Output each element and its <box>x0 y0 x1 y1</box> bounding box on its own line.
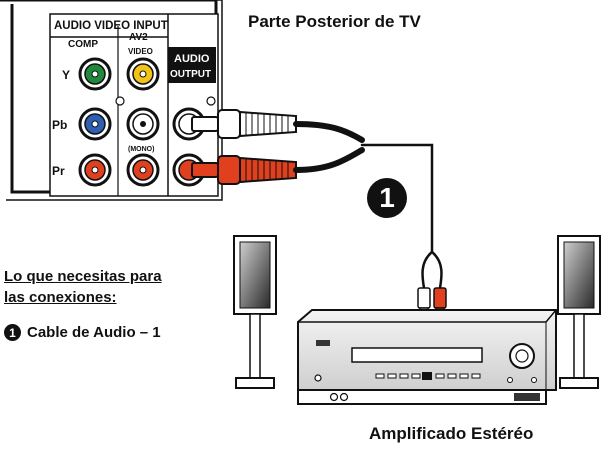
audio-cable <box>293 121 443 290</box>
tv-back-title: Parte Posterior de TV <box>248 12 421 31</box>
jack-comp-pb <box>78 107 112 141</box>
jack-comp-y <box>78 57 112 91</box>
video-label: VIDEO <box>128 47 153 56</box>
item-label: Cable de Audio – 1 <box>27 324 161 341</box>
row-label-pb: Pb <box>52 118 67 132</box>
mono-label: (MONO) <box>128 146 154 153</box>
panel-header: AUDIO VIDEO INPUT <box>54 20 168 32</box>
jack-av2-audio-left <box>126 107 160 141</box>
requirements-heading-line1: Lo que necesitas para <box>4 268 162 285</box>
requirements-item: 1 Cable de Audio – 1 <box>4 324 218 341</box>
amplifier-title: Amplificado Estéréo <box>369 424 534 443</box>
row-label-pr: Pr <box>52 164 65 178</box>
row-label-y: Y <box>62 68 70 82</box>
requirements-heading: Lo que necesitas para las conexiones: <box>4 266 218 308</box>
jack-av2-video <box>126 57 160 91</box>
item-number-badge: 1 <box>4 324 21 341</box>
requirements-heading-line2: las conexiones: <box>4 289 117 306</box>
jack-comp-pr <box>78 153 112 187</box>
audio-output-label-1: AUDIO <box>174 53 210 65</box>
rca-plug-red <box>191 155 297 185</box>
rca-plug-white <box>191 109 297 139</box>
comp-label: COMP <box>68 39 98 50</box>
jack-av2-audio-right <box>126 153 160 187</box>
speaker-right <box>557 235 601 389</box>
cable-number-badge: 1 <box>367 178 407 218</box>
audio-output-label-2: OUTPUT <box>170 69 211 80</box>
requirements-box: Lo que necesitas para las conexiones: 1 … <box>4 266 218 341</box>
stereo-amplifier <box>297 309 557 405</box>
av2-label: AV2 <box>129 32 148 43</box>
speaker-left <box>233 235 277 389</box>
